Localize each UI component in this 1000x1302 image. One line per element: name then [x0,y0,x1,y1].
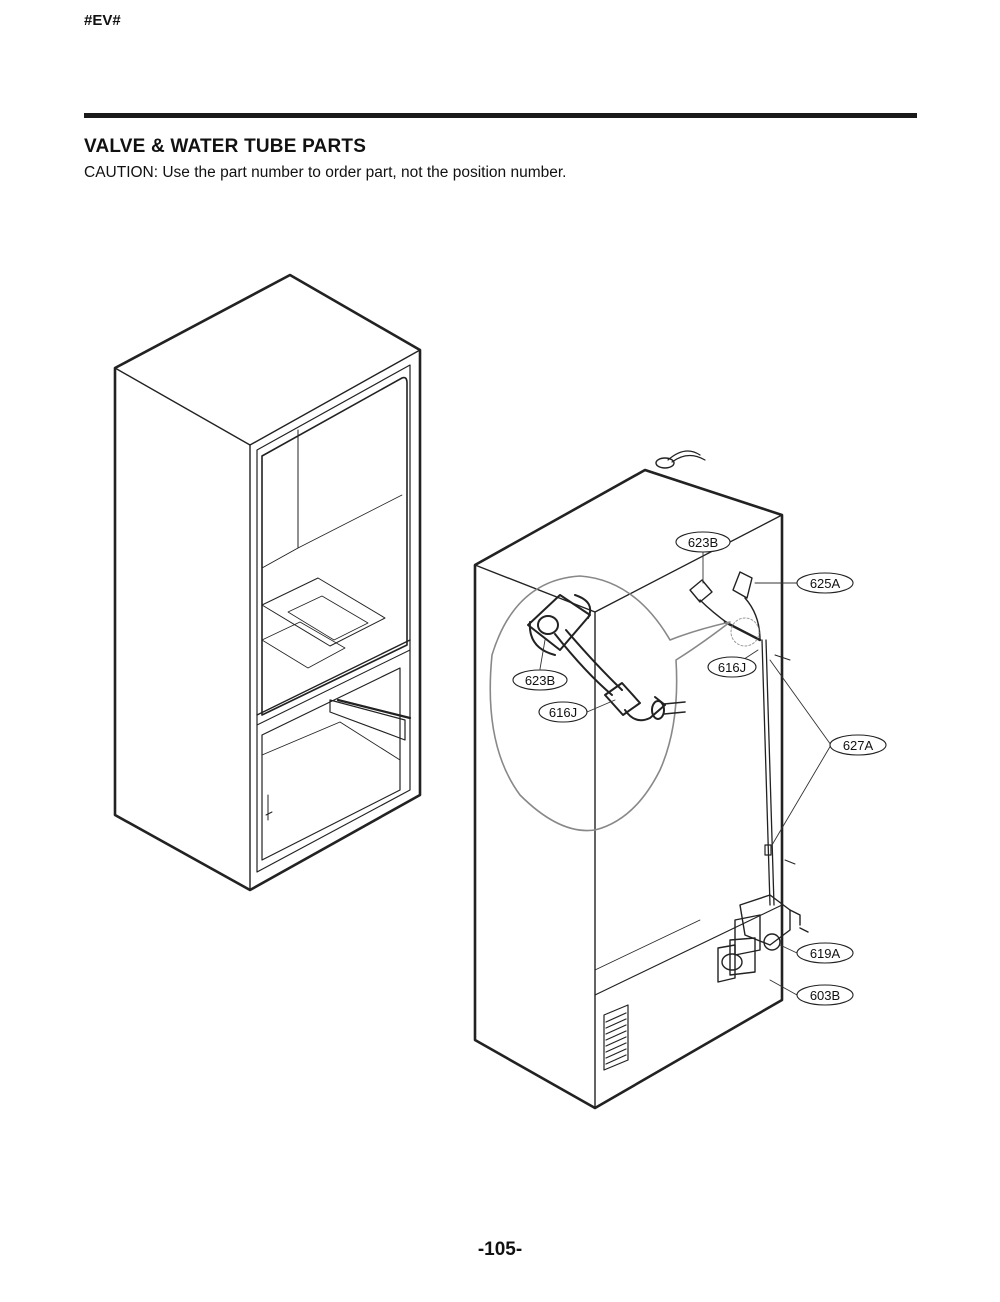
svg-text:625A: 625A [810,576,841,591]
callout-leaders [539,550,832,996]
model-code: #EV# [84,12,121,29]
svg-text:627A: 627A [843,738,874,753]
callout-616j-detail: 616J [538,701,588,723]
callout-labels: 623B 625A 616J 627A 623B 616J 619A 603B [512,531,887,1006]
svg-text:623B: 623B [525,673,555,688]
callout-623b-detail: 623B [512,669,568,691]
callout-616j-main: 616J [707,656,757,678]
callout-627a: 627A [829,734,887,756]
refrigerator-front-view [113,273,422,892]
svg-text:619A: 619A [810,946,841,961]
svg-text:623B: 623B [688,535,718,550]
header-rule [84,113,917,118]
caution-note: CAUTION: Use the part number to order pa… [84,164,567,181]
callout-623b-main: 623B [675,531,731,553]
page-number: -105- [477,1239,523,1260]
callout-619a: 619A [796,942,854,964]
callout-603b: 603B [796,984,854,1006]
section-title: VALVE & WATER TUBE PARTS [84,136,367,157]
svg-text:603B: 603B [810,988,840,1003]
refrigerator-rear-view [473,450,809,1110]
svg-text:616J: 616J [549,705,577,720]
svg-text:616J: 616J [718,660,746,675]
callout-625a: 625A [796,572,854,594]
